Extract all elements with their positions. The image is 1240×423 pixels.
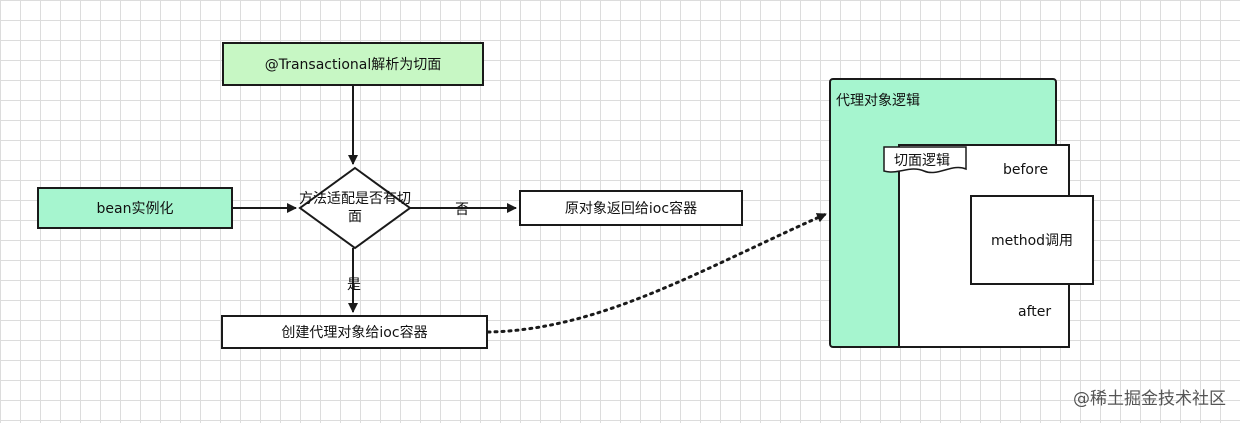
watermark: @稀土掘金技术社区: [1073, 389, 1226, 409]
method-call-label: method调用: [990, 233, 1074, 249]
transactional-node: @Transactional解析为切面: [222, 42, 484, 86]
method-call-node: method调用: [970, 195, 1094, 285]
create-proxy-node: 创建代理对象给ioc容器: [221, 315, 488, 349]
transactional-label: @Transactional解析为切面: [264, 57, 442, 73]
edge-label-no: 否: [455, 202, 469, 218]
before-label: before: [1003, 162, 1049, 178]
return-original-node: 原对象返回给ioc容器: [519, 190, 743, 226]
bean-label: bean实例化: [96, 201, 174, 217]
aspect-tag-label: 切面逻辑: [894, 153, 950, 169]
after-label: after: [1018, 304, 1052, 320]
bean-node: bean实例化: [37, 187, 233, 229]
aspect-tag-shape: [883, 146, 967, 174]
create-proxy-label: 创建代理对象给ioc容器: [281, 325, 428, 341]
edge-label-yes: 是: [347, 277, 361, 293]
edge-proxy-to-logic: [486, 212, 828, 334]
decision-diamond: [298, 166, 412, 250]
decision-label: 方法适配是否有切面: [299, 191, 411, 225]
return-original-label: 原对象返回给ioc容器: [564, 201, 698, 217]
proxy-logic-title: 代理对象逻辑: [836, 93, 920, 109]
